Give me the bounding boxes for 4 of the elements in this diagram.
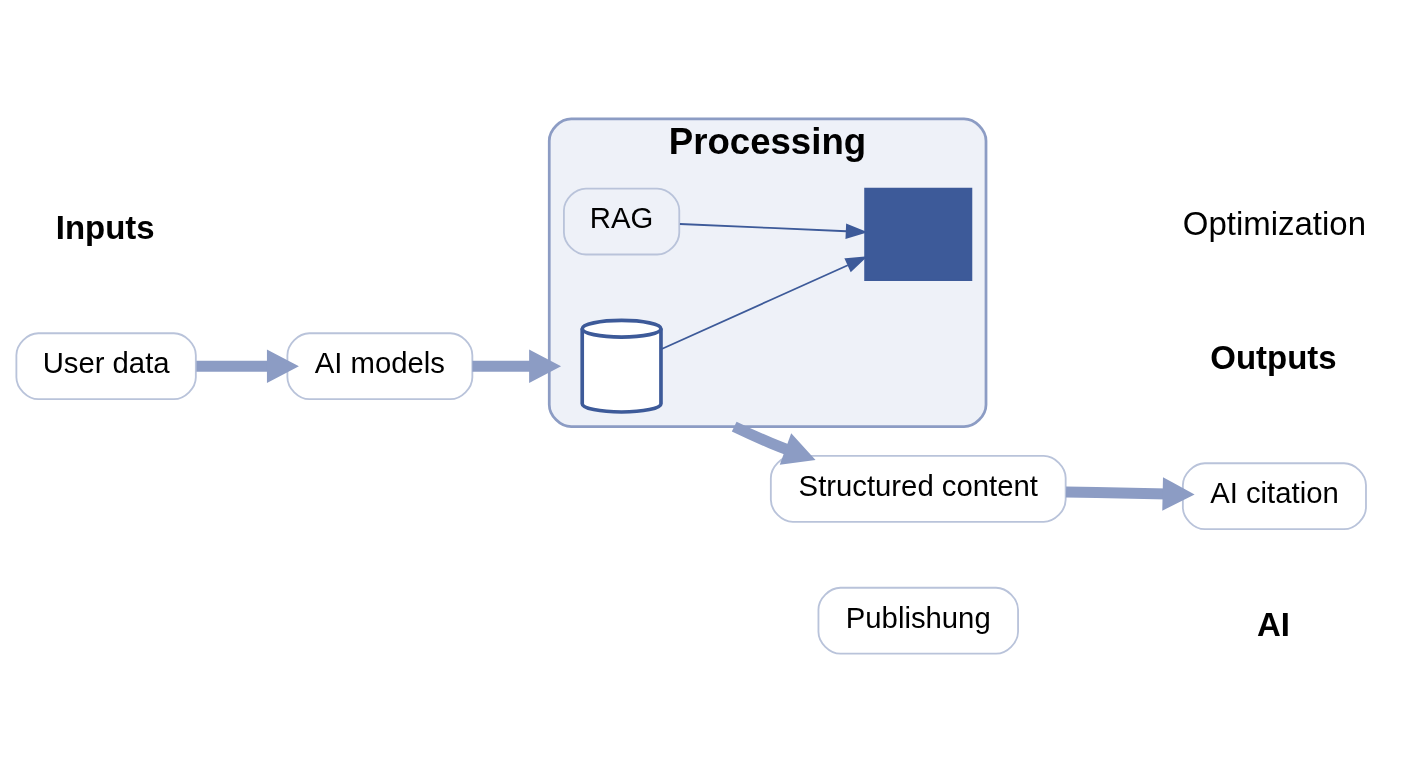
label: Inputs xyxy=(55,208,155,246)
label: Optimization xyxy=(1182,204,1366,242)
label: AI xyxy=(1257,605,1290,643)
label: Outputs xyxy=(1210,338,1337,376)
